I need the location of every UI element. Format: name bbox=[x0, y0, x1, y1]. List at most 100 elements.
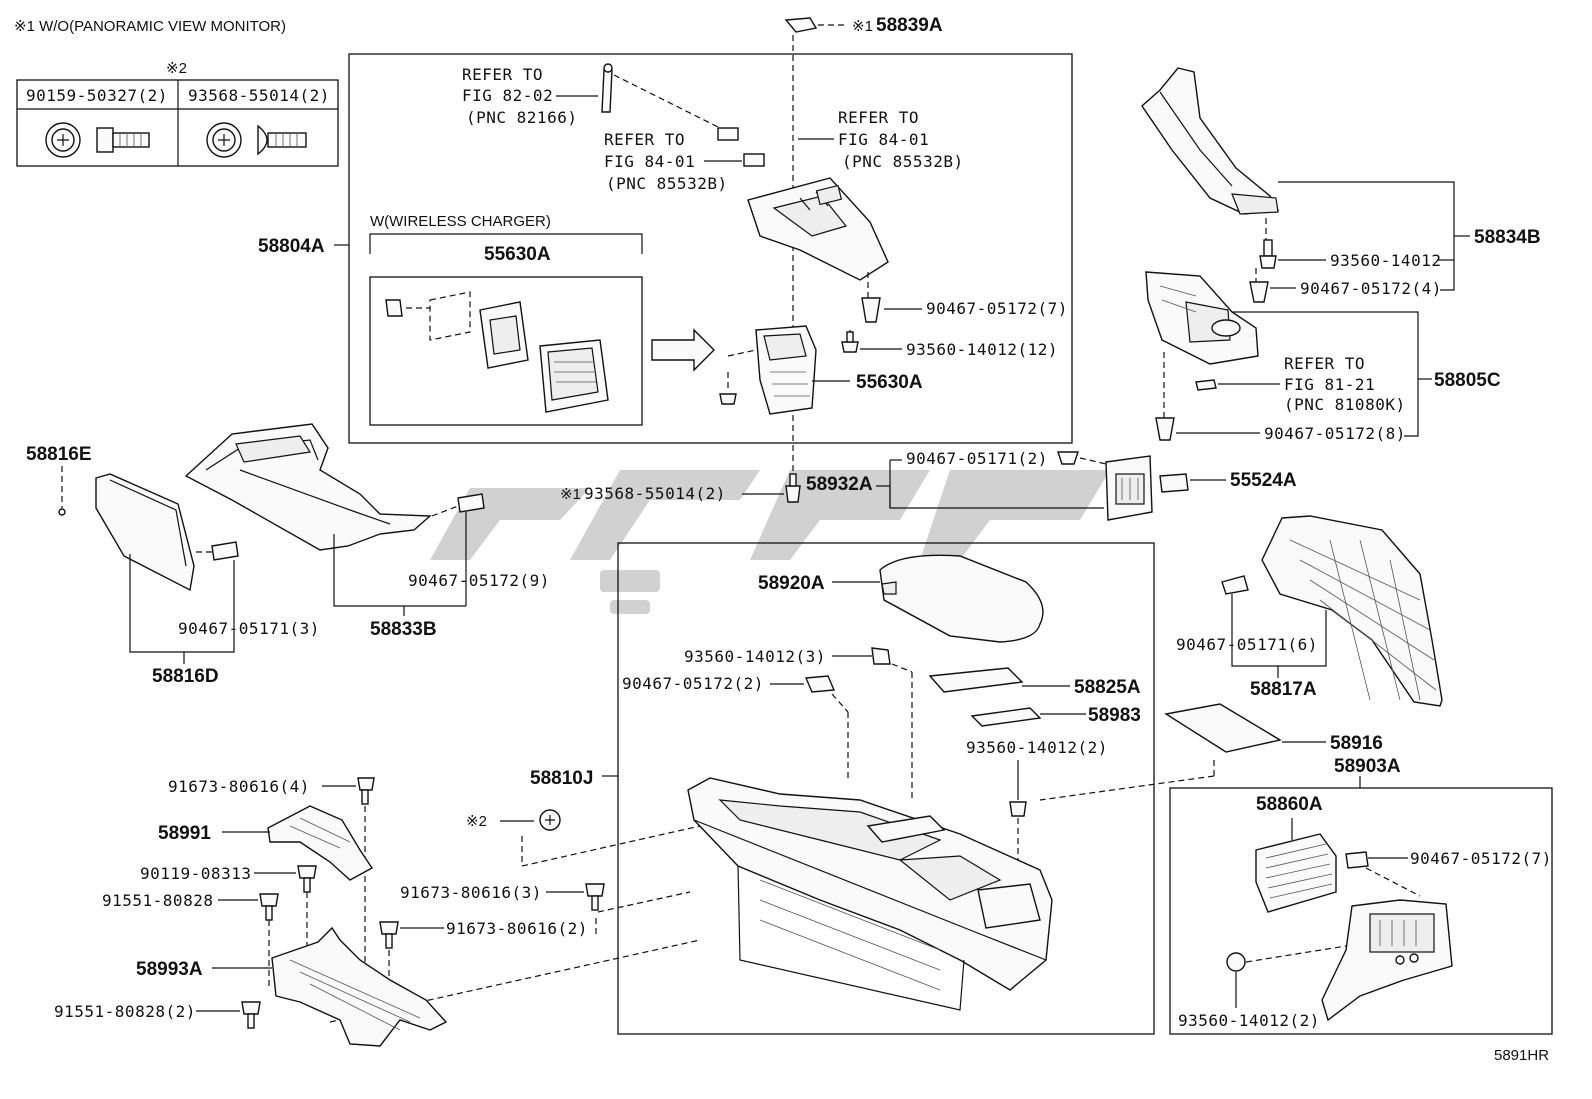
refer-fig-84-01-left: REFER TO FIG 84-01 (PNC 85532B) bbox=[604, 130, 765, 193]
refer-82-line3: (PNC 82166) bbox=[466, 108, 577, 127]
bolt-91551-80828: 91551-80828 bbox=[102, 891, 279, 990]
bracket-58805c bbox=[1232, 311, 1419, 437]
label-91673-80616-3: 91673-80616(3) bbox=[400, 883, 542, 902]
label-58993a: 58993A bbox=[136, 959, 203, 980]
group-58903a-box bbox=[1169, 787, 1553, 1035]
bolt-phillips-icon bbox=[206, 122, 307, 158]
label-58810j: 58810J bbox=[530, 768, 593, 789]
clip-90467-05172-4: 90467-05172(4) bbox=[1249, 268, 1442, 303]
label-90119-08313: 90119-08313 bbox=[140, 864, 251, 883]
part-58903a-panel bbox=[1321, 899, 1453, 1022]
refer-81-line3: (PNC 81080K) bbox=[1284, 395, 1406, 414]
label-93560-14012-2a: 93560-14012(2) bbox=[966, 738, 1108, 757]
clip-90467-05171-3: 90467-05171(3) 58816D bbox=[129, 541, 320, 687]
refer-fig-84-01-right: REFER TO FIG 84-01 (PNC 85532B) bbox=[717, 108, 964, 171]
pin-58816e bbox=[58, 508, 66, 516]
label-90467-05171-6: 90467-05171(6) bbox=[1176, 635, 1318, 654]
label-90467-05172-4: 90467-05172(4) bbox=[1300, 279, 1442, 298]
refer-84-left-line3: (PNC 85532B) bbox=[606, 174, 728, 193]
label-90467-05172-7b: 90467-05172(7) bbox=[1410, 849, 1552, 868]
screw-93560-14012-2a: 93560-14012(2) bbox=[966, 738, 1108, 880]
label-58817a: 58817A bbox=[1250, 679, 1317, 700]
label-58916: 58916 bbox=[1330, 733, 1383, 754]
refer-81-line2: FIG 81-21 bbox=[1284, 375, 1375, 394]
label-90467-05171-3: 90467-05171(3) bbox=[178, 619, 320, 638]
part-58839a: ※1 58839A bbox=[784, 15, 943, 36]
refer-84-right-line1: REFER TO bbox=[838, 108, 919, 127]
group-58810j-box bbox=[617, 542, 1155, 1035]
refer-fig-81-21: REFER TO FIG 81-21 (PNC 81080K) bbox=[1195, 354, 1406, 414]
clip-90467-05172-7: 90467-05172(7) bbox=[861, 297, 1068, 323]
note-panoramic: ※1 W/O(PANORAMIC VIEW MONITOR) bbox=[14, 18, 286, 35]
label-58983: 58983 bbox=[1088, 705, 1141, 726]
bolt-hex-icon bbox=[45, 122, 150, 158]
part-58810j-console bbox=[687, 777, 1053, 1011]
part-58993a-bracket: 58993A bbox=[136, 926, 448, 1047]
label-58920a: 58920A bbox=[758, 573, 825, 594]
label-93560-14012: 93560-14012 bbox=[1330, 251, 1441, 270]
label-55630a-wireless: 55630A bbox=[484, 244, 551, 265]
bolt-table: 90159-50327(2) 93568-55014(2) bbox=[16, 79, 339, 167]
label-58825a: 58825A bbox=[1074, 677, 1141, 698]
refer-82-line1: REFER TO bbox=[462, 65, 543, 84]
label-93560-14012-2b: 93560-14012(2) bbox=[1178, 1011, 1320, 1030]
bolt-table-col1: 90159-50327(2) bbox=[26, 86, 168, 105]
label-58903a: 58903A bbox=[1334, 756, 1401, 777]
screw-93560-14012-3: 93560-14012(3) bbox=[684, 647, 913, 800]
refer-84-left-line2: FIG 84-01 bbox=[604, 152, 695, 171]
part-58834b-panel bbox=[1141, 67, 1280, 215]
mark-2-screw: ※2 bbox=[466, 813, 487, 830]
label-55524a: 55524A bbox=[1230, 470, 1297, 491]
shift-bezel-part bbox=[747, 177, 889, 281]
part-58833b-panel bbox=[184, 423, 432, 551]
label-58839a: 58839A bbox=[876, 15, 943, 36]
group-58804a-box bbox=[348, 53, 1073, 444]
part-55630a-holder: 55630A bbox=[719, 325, 923, 415]
clip-90467-05172-7b: 90467-05172(7) bbox=[1345, 849, 1552, 897]
bracket-58834b bbox=[1278, 181, 1455, 291]
bolt-90119-08313: 90119-08313 bbox=[140, 864, 317, 950]
label-90467-05172-7: 90467-05172(7) bbox=[926, 299, 1068, 318]
label-90467-05172-9: 90467-05172(9) bbox=[408, 571, 550, 590]
part-58805c-holder bbox=[1145, 271, 1259, 365]
label-58932a: 58932A bbox=[806, 474, 873, 495]
figure-id: 5891HR bbox=[1494, 1047, 1549, 1064]
label-58860a: 58860A bbox=[1256, 794, 1323, 815]
label-58804a: 58804A bbox=[258, 236, 325, 257]
part-58816d-panel bbox=[95, 473, 195, 592]
clip-90467-05172-9: 90467-05172(9) 58833B bbox=[333, 493, 550, 640]
clip-90467-05171-6: 90467-05171(6) 58817A bbox=[1176, 575, 1327, 700]
label-91551-80828: 91551-80828 bbox=[102, 891, 213, 910]
label-90467-05171-2: 90467-05171(2) bbox=[906, 449, 1048, 468]
part-58817a-panel bbox=[1261, 515, 1443, 707]
label-58833b: 58833B bbox=[370, 619, 437, 640]
clip-90467-05172-2: 90467-05172(2) bbox=[622, 674, 849, 780]
wireless-charger-group: W(WIRELESS CHARGER) 55630A bbox=[369, 213, 643, 426]
label-55630a-holder: 55630A bbox=[856, 372, 923, 393]
label-93560-14012-12: 93560-14012(12) bbox=[906, 340, 1058, 359]
label-58805c: 58805C bbox=[1434, 370, 1501, 391]
refer-82-line2: FIG 82-02 bbox=[462, 86, 553, 105]
label-90467-05172-8: 90467-05172(8) bbox=[1264, 424, 1406, 443]
refer-84-left-line1: REFER TO bbox=[604, 130, 685, 149]
label-93568-55014-2: 93568-55014(2) bbox=[584, 484, 726, 503]
label-91673-80616-4: 91673-80616(4) bbox=[168, 777, 310, 796]
label-58816e: 58816E bbox=[26, 444, 92, 465]
bolt-91551-80828-2: 91551-80828(2) bbox=[54, 1001, 261, 1029]
refer-81-line1: REFER TO bbox=[1284, 354, 1365, 373]
refer-84-right-line3: (PNC 85532B) bbox=[842, 152, 964, 171]
part-58920a-lid: 58920A bbox=[758, 554, 1044, 643]
wireless-group-label: W(WIRELESS CHARGER) bbox=[370, 213, 551, 230]
part-58932a: 58932A 90467-05171(2) 55524A bbox=[806, 449, 1297, 521]
screw-93560-14012-12: 93560-14012(12) bbox=[841, 330, 1058, 359]
label-93560-14012-3: 93560-14012(3) bbox=[684, 647, 826, 666]
screw-93568-55014-2: ※1 93568-55014(2) bbox=[560, 473, 801, 503]
screw-93560-14012: 93560-14012 bbox=[1259, 239, 1441, 270]
mark-1-93568: ※1 bbox=[560, 486, 581, 503]
bolt-91673-80616-3: 91673-80616(3) bbox=[400, 883, 691, 913]
label-58834b: 58834B bbox=[1474, 227, 1541, 248]
refer-84-right-line2: FIG 84-01 bbox=[838, 130, 929, 149]
label-58816d: 58816D bbox=[152, 666, 219, 687]
screw-93560-14012-2b: 93560-14012(2) bbox=[1178, 945, 1347, 1030]
